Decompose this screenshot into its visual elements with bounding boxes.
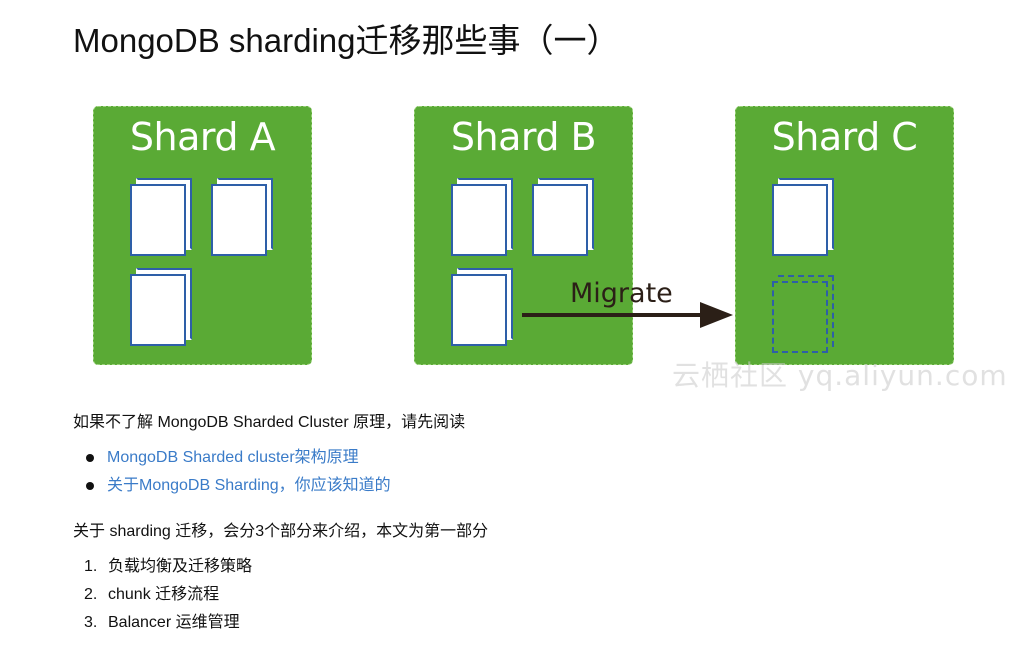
- series-intro-paragraph: 关于 sharding 迁移，会分3个部分来介绍，本文为第一部分: [73, 523, 489, 540]
- link-about-mongodb-sharding[interactable]: 关于MongoDB Sharding，你应该知道的: [107, 477, 391, 494]
- watermark: 云栖社区 yq.aliyun.com: [672, 359, 1008, 392]
- list-item: MongoDB Sharded cluster架构原理: [86, 448, 391, 476]
- intro-text: 如果不了解 MongoDB Sharded Cluster 原理，请先阅读: [73, 414, 466, 431]
- list-item: 3. Balancer 运维管理: [84, 613, 252, 641]
- list-item-label: chunk 迁移流程: [108, 586, 220, 603]
- list-number: 2.: [84, 586, 98, 603]
- chunk-icon: [130, 268, 192, 346]
- shard-c-box: Shard C: [735, 106, 954, 365]
- list-number: 3.: [84, 614, 98, 631]
- list-number: 1.: [84, 558, 98, 575]
- migrating-chunk-placeholder-icon: [772, 275, 834, 353]
- shard-c-label: Shard C: [771, 115, 918, 159]
- link-sharded-cluster-architecture[interactable]: MongoDB Sharded cluster架构原理: [107, 449, 359, 466]
- sharding-migration-diagram: Shard A Shard B Shard C Migrate 云栖社区 yq.…: [93, 106, 1008, 392]
- list-item-label: Balancer 运维管理: [108, 614, 240, 631]
- list-item-label: 负载均衡及迁移策略: [108, 558, 253, 575]
- chunk-icon: [211, 178, 273, 256]
- series-parts-list: 1. 负载均衡及迁移策略 2. chunk 迁移流程 3. Balancer 运维管理: [84, 557, 252, 641]
- chunk-icon: [532, 178, 594, 256]
- migrate-label: Migrate: [570, 278, 673, 309]
- chunk-icon: [451, 268, 513, 346]
- list-item: 关于MongoDB Sharding，你应该知道的: [86, 476, 391, 504]
- list-item: 1. 负载均衡及迁移策略: [84, 557, 252, 585]
- shard-b-label: Shard B: [450, 115, 597, 159]
- shard-a-box: Shard A: [93, 106, 312, 365]
- page-title: MongoDB sharding迁移那些事（一）: [73, 22, 620, 59]
- chunk-icon: [451, 178, 513, 256]
- list-item: 2. chunk 迁移流程: [84, 585, 252, 613]
- chunk-icon: [130, 178, 192, 256]
- shard-b-box: Shard B: [414, 106, 633, 365]
- chunk-icon: [772, 178, 834, 256]
- shard-a-label: Shard A: [129, 115, 276, 159]
- reference-link-list: MongoDB Sharded cluster架构原理 关于MongoDB Sh…: [86, 448, 391, 504]
